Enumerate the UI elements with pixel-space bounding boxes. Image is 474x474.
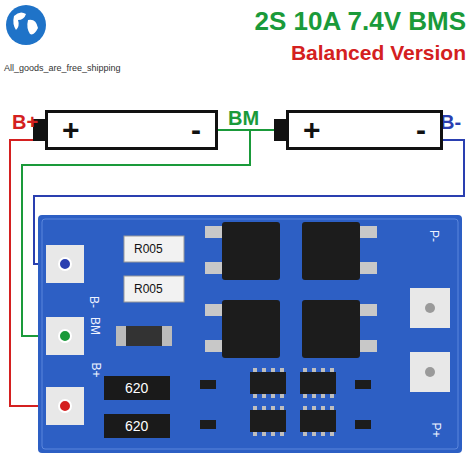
wire-label: B- <box>440 112 461 132</box>
wire-end <box>59 400 71 412</box>
pad-pplus <box>410 352 450 392</box>
pad-bminus <box>46 245 84 283</box>
ic-pins <box>253 368 334 436</box>
battery-cell: +- <box>286 110 443 150</box>
pcb-board <box>38 215 462 453</box>
shunt-resistor <box>124 276 184 302</box>
polarity-sign: + <box>303 115 321 145</box>
silkscreen-label: P- <box>428 230 440 242</box>
pad-bm <box>46 317 84 355</box>
pad-bplus <box>46 387 84 425</box>
silkscreen-label: BM <box>89 317 101 335</box>
silkscreen-label: P+ <box>430 422 442 437</box>
pad-hole <box>425 303 435 313</box>
resistor-code: R005 <box>134 283 163 295</box>
wire-green <box>218 129 274 131</box>
pcb-edge <box>42 219 458 449</box>
pad-pminus <box>410 288 450 328</box>
resistor-620 <box>104 376 170 400</box>
resistor-code: 620 <box>125 381 148 395</box>
wire-label: BM <box>226 108 261 128</box>
silkscreen-label: B+ <box>90 362 102 377</box>
logo-land <box>13 12 38 34</box>
watermark: All_goods_are_free_shipping <box>4 64 121 73</box>
capacitor-end <box>162 326 172 346</box>
capacitor <box>116 326 172 346</box>
resistor-620 <box>104 414 170 438</box>
shunt-resistor <box>124 236 184 262</box>
ic-chips <box>200 372 371 432</box>
mosfet-tabs <box>205 226 377 352</box>
resistor-code: 620 <box>125 419 148 433</box>
wire-end <box>59 258 71 270</box>
silkscreen-label: B- <box>88 296 100 308</box>
mosfets <box>222 222 360 358</box>
pad-hole <box>425 367 435 377</box>
capacitor-end <box>116 326 126 346</box>
logo-globe <box>6 5 46 45</box>
wire-label: B+ <box>12 112 38 132</box>
polarity-sign: - <box>416 115 426 145</box>
subtitle: Balanced Version <box>291 42 466 63</box>
resistor-code: R005 <box>134 243 163 255</box>
battery-terminal <box>274 119 286 141</box>
polarity-sign: + <box>62 115 80 145</box>
title: 2S 10A 7.4V BMS <box>255 8 466 34</box>
wire-end <box>59 330 71 342</box>
polarity-sign: - <box>191 115 201 145</box>
battery-cell: +- <box>45 110 218 150</box>
